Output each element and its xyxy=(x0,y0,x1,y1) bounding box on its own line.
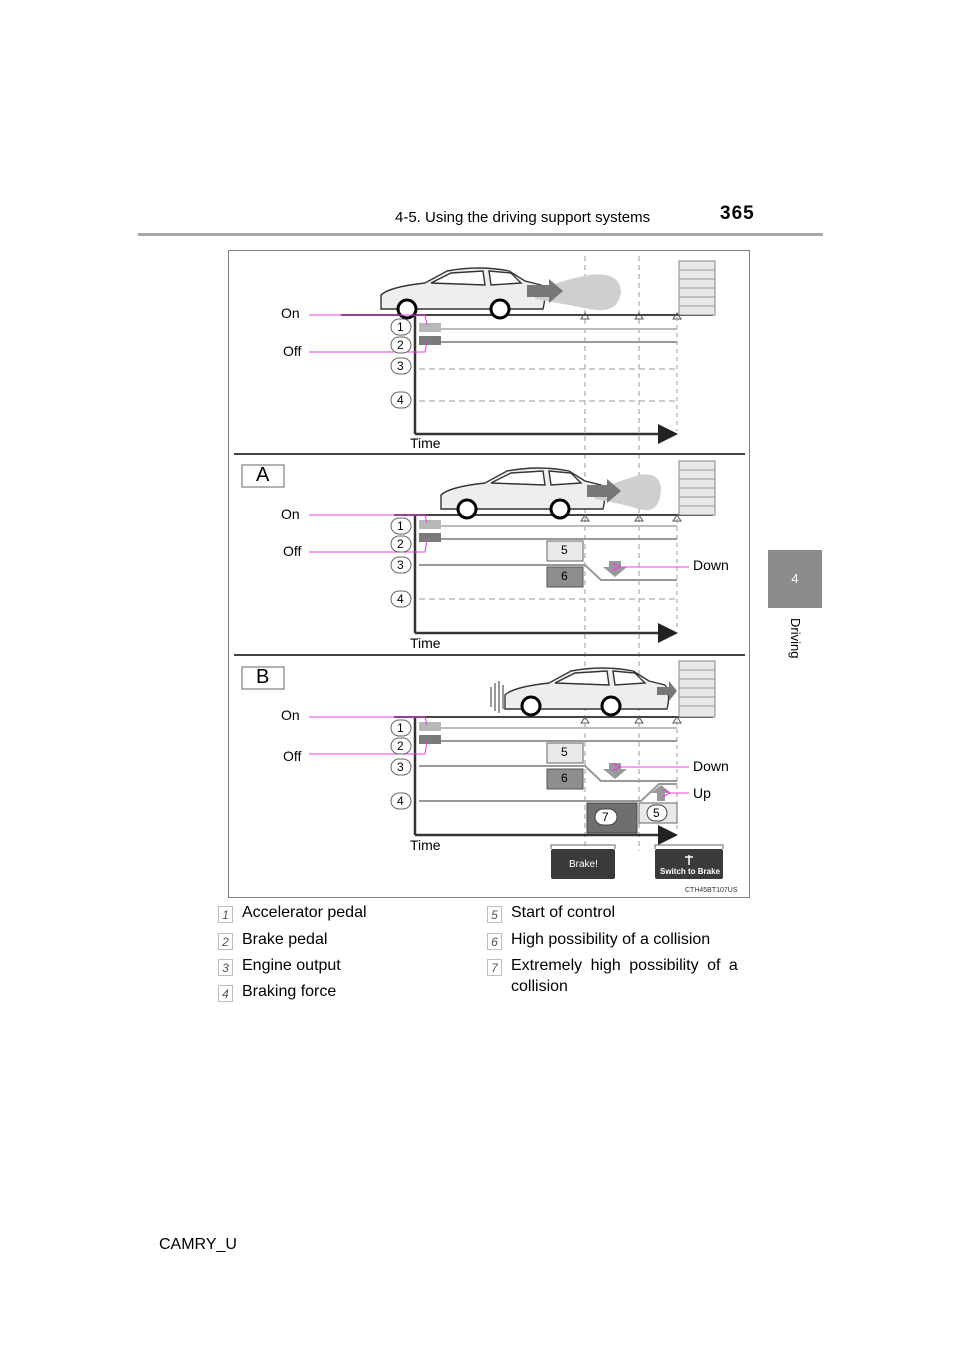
legend-number: 7 xyxy=(487,959,502,976)
diagram-svg xyxy=(234,256,745,879)
legend-text: High possibility of a collision xyxy=(511,931,711,948)
car-illustration-2 xyxy=(440,467,606,520)
chapter-number: 4 xyxy=(791,571,799,586)
marker-1: 1 xyxy=(397,320,404,334)
legend-text-cont: collision xyxy=(511,978,568,995)
label-off-3: Off xyxy=(283,748,302,764)
car-illustration-1 xyxy=(380,267,546,320)
legend-text: Accelerator pedal xyxy=(242,904,367,921)
legend-number: 1 xyxy=(218,906,233,923)
marker-5: 5 xyxy=(561,543,568,557)
car-illustration-3 xyxy=(504,667,670,717)
marker-3: 3 xyxy=(397,359,404,373)
marker-6: 6 xyxy=(561,771,568,785)
label-down-2: Down xyxy=(693,758,729,774)
scenario-a-label: A xyxy=(256,464,270,486)
legend-number: 3 xyxy=(218,959,233,976)
marker-6: 6 xyxy=(561,569,568,583)
legend-number: 4 xyxy=(218,985,233,1002)
timing-lines xyxy=(584,256,640,851)
callout-lines xyxy=(309,314,689,793)
legend-number: 6 xyxy=(487,933,502,950)
label-down-1: Down xyxy=(693,557,729,573)
brick-wall-3 xyxy=(678,660,716,718)
chapter-label: Driving xyxy=(788,618,803,659)
marker-4: 4 xyxy=(397,592,404,606)
label-off-1: Off xyxy=(283,343,302,359)
label-time-2: Time xyxy=(410,635,441,651)
marker-4: 4 xyxy=(397,393,404,407)
marker-5: 5 xyxy=(561,745,568,759)
marker-3: 3 xyxy=(397,760,404,774)
label-on-3: On xyxy=(281,707,300,723)
page-number: 365 xyxy=(720,203,755,224)
figure-code: CTH45BT107US xyxy=(685,887,738,894)
marker-1: 1 xyxy=(397,721,404,735)
page-header: 4-5. Using the driving support systems 3… xyxy=(0,0,960,240)
label-off-2: Off xyxy=(283,543,302,559)
legend-text: Engine output xyxy=(242,957,341,974)
row-markers xyxy=(390,318,412,810)
legend-number: 5 xyxy=(487,906,502,923)
switch-to-brake-text: Switch to Brake xyxy=(660,867,721,876)
brake-screen-text: Brake! xyxy=(569,859,598,870)
section-title: 4-5. Using the driving support systems xyxy=(395,209,651,226)
panel-b xyxy=(394,660,724,879)
label-up: Up xyxy=(693,785,711,801)
brake-warning-screen xyxy=(551,849,615,879)
header-divider xyxy=(138,233,823,236)
document-code: CAMRY_U xyxy=(159,1236,237,1253)
marker-3: 3 xyxy=(397,558,404,572)
panel-a xyxy=(394,460,716,643)
marker-7: 7 xyxy=(602,810,609,824)
marker-2: 2 xyxy=(397,739,404,753)
marker-5: 5 xyxy=(653,806,660,820)
label-on-2: On xyxy=(281,506,300,522)
chapter-tab xyxy=(768,550,822,608)
system-operation-diagram: On Off Time A On Off Down Time B On Off … xyxy=(228,250,750,898)
marker-1: 1 xyxy=(397,519,404,533)
label-time-1: Time xyxy=(410,435,441,451)
legend-text: Extremely high possibility of a xyxy=(511,957,738,974)
marker-2: 2 xyxy=(397,537,404,551)
legend-number: 2 xyxy=(218,933,233,950)
legend-text: Brake pedal xyxy=(242,931,328,948)
legend-text: Start of control xyxy=(511,904,616,921)
legend-text: Braking force xyxy=(242,983,337,1000)
marker-2: 2 xyxy=(397,338,404,352)
scenario-b-label: B xyxy=(256,666,270,688)
marker-4: 4 xyxy=(397,794,404,808)
brick-wall-2 xyxy=(678,460,716,516)
brick-wall-1 xyxy=(678,260,716,316)
label-on-1: On xyxy=(281,305,300,321)
label-time-3: Time xyxy=(410,837,441,853)
